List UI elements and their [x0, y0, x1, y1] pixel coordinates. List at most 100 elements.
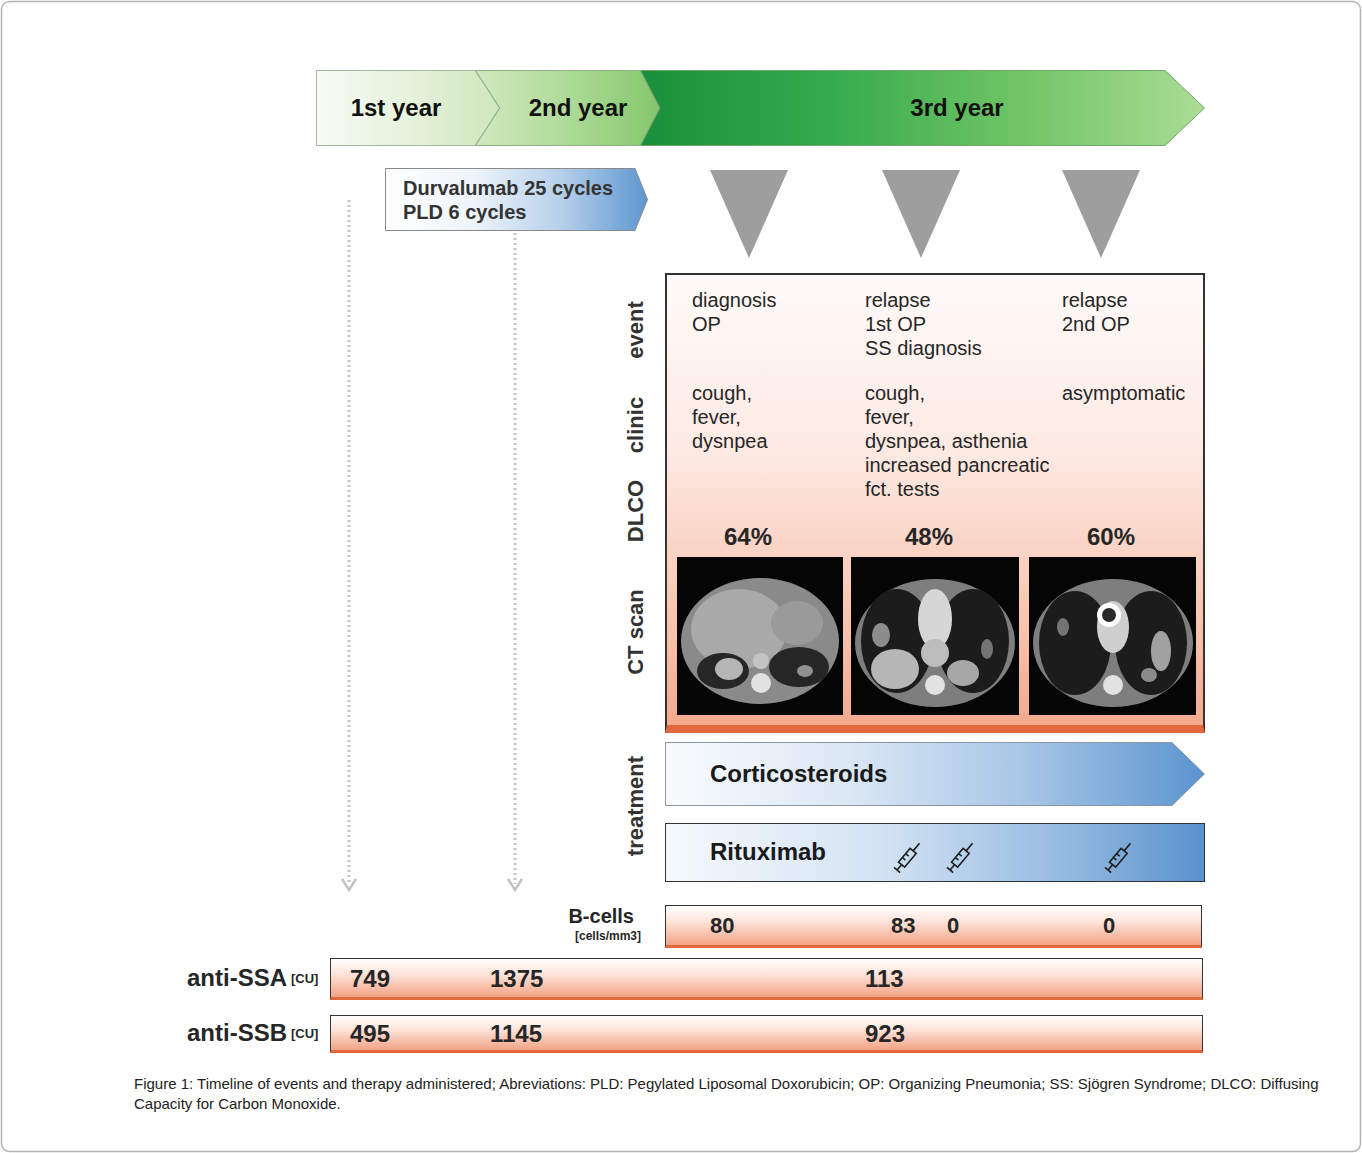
- measurement-bar: B-cells[cells/mm3]808300: [665, 905, 1202, 948]
- node-text: 1375: [490, 959, 543, 998]
- row-label: treatment: [623, 756, 649, 856]
- row-heading: [CU]: [291, 970, 318, 988]
- text-slot: 1375: [490, 959, 543, 998]
- text-slot: 1st year: [316, 70, 476, 146]
- node-text: OP: [692, 312, 721, 336]
- ct-image: [677, 557, 843, 715]
- text-slot: anti-SSB: [117, 1014, 287, 1052]
- text-slot: CT scan: [623, 589, 649, 675]
- text-slot: B-cells: [509, 904, 634, 928]
- node-text: 113: [865, 959, 904, 998]
- node-text: 1st OP: [865, 312, 926, 336]
- year-chevron: 2nd year: [475, 70, 660, 146]
- node-text: 83: [891, 906, 915, 946]
- row-heading: [CU]: [291, 1025, 318, 1043]
- node-text: 0: [1103, 906, 1115, 946]
- text-slot: relapse: [865, 288, 931, 312]
- node-text: PLD 6 cycles: [403, 200, 526, 224]
- row-heading: anti-SSB: [187, 1014, 287, 1052]
- text-slot: [cells/mm3]: [509, 928, 641, 944]
- event-pointers: [710, 170, 1140, 258]
- text-slot: 0: [1103, 906, 1115, 946]
- text-slot: 749: [350, 959, 390, 998]
- node-text: 2nd OP: [1062, 312, 1130, 336]
- text-slot: treatment: [623, 756, 649, 856]
- text-slot: relapse: [1062, 288, 1128, 312]
- text-slot: 1st OP: [865, 312, 926, 336]
- node-text: 1st year: [351, 70, 442, 146]
- text-slot: event: [623, 301, 649, 358]
- node-text: fever,: [692, 405, 741, 429]
- text-slot: 83: [891, 906, 915, 946]
- syringe-icons: [894, 841, 1134, 873]
- text-slot: cough,: [692, 381, 752, 405]
- text-slot: 113: [865, 959, 904, 998]
- node-text: cough,: [865, 381, 925, 405]
- text-slot: 2nd OP: [1062, 312, 1130, 336]
- text-slot: asymptomatic: [1062, 381, 1185, 405]
- node-text: asymptomatic: [1062, 381, 1185, 405]
- node-text: increased pancreatic fct. tests: [865, 453, 1060, 501]
- measurement-bar: anti-SSA[CU]7491375113: [330, 958, 1203, 1000]
- text-slot: DLCO: [623, 480, 649, 542]
- node-text: 80: [710, 906, 734, 946]
- node-text: 0: [947, 906, 959, 946]
- row-heading: B-cells: [568, 904, 634, 928]
- row-heading: anti-SSA: [187, 958, 287, 998]
- text-slot: Corticosteroids: [710, 742, 887, 806]
- node-text: relapse: [1062, 288, 1128, 312]
- node-text: Corticosteroids: [710, 742, 887, 806]
- text-slot: dysnpea, asthenia: [865, 429, 1027, 453]
- ct-image: [851, 557, 1019, 715]
- node-text: relapse: [865, 288, 931, 312]
- text-slot: diagnosis: [692, 288, 777, 312]
- text-slot: 0: [947, 906, 959, 946]
- node-text: SS diagnosis: [865, 336, 982, 360]
- node-text: Durvalumab 25 cycles: [403, 176, 613, 200]
- node-text: dysnpea, asthenia: [865, 429, 1027, 453]
- text-slot: 495: [350, 1016, 390, 1051]
- text-slot: cough,: [865, 381, 925, 405]
- node-text: 60%: [1087, 524, 1135, 550]
- text-slot: fever,: [692, 405, 741, 429]
- text-slot: 64%: [708, 524, 788, 550]
- text-slot: Figure 1: Timeline of events and therapy…: [134, 1074, 1329, 1114]
- measurement-bar: anti-SSB[CU]4951145923: [330, 1015, 1203, 1053]
- row-label: clinic: [623, 397, 649, 453]
- row-heading: [cells/mm3]: [575, 928, 641, 944]
- node-text: Rituximab: [710, 824, 826, 880]
- text-slot: 1145: [490, 1016, 542, 1051]
- text-slot: 48%: [889, 524, 969, 550]
- node-text: 1145: [490, 1016, 542, 1051]
- node-text: 2nd year: [529, 70, 628, 146]
- ct-image: [1029, 557, 1196, 715]
- text-slot: dysnpea: [692, 429, 768, 453]
- year-arrow: 3rd year: [640, 70, 1205, 146]
- text-slot: anti-SSA: [117, 958, 287, 998]
- text-slot: [CU]: [291, 1025, 318, 1043]
- node-text: cough,: [692, 381, 752, 405]
- node-text: fever,: [865, 405, 914, 429]
- text-slot: increased pancreatic fct. tests: [865, 453, 1060, 501]
- node-text: 48%: [905, 524, 953, 550]
- text-slot: [CU]: [291, 970, 318, 988]
- sampling-arrows: [342, 200, 522, 890]
- figure-caption: Figure 1: Timeline of events and therapy…: [134, 1074, 1329, 1114]
- treatment-bar: Rituximab: [665, 823, 1205, 882]
- node-text: 64%: [724, 524, 772, 550]
- text-slot: 80: [710, 906, 734, 946]
- text-slot: OP: [692, 312, 721, 336]
- text-slot: Rituximab: [710, 824, 826, 880]
- text-slot: Durvalumab 25 cycles: [403, 176, 613, 200]
- text-slot: 2nd year: [503, 70, 653, 146]
- row-label: event: [623, 301, 649, 358]
- text-slot: 60%: [1071, 524, 1151, 550]
- text-slot: clinic: [623, 397, 649, 453]
- text-slot: 3rd year: [857, 70, 1057, 146]
- text-slot: 923: [865, 1016, 905, 1051]
- row-label: CT scan: [623, 589, 649, 675]
- therapy-chevron: Durvalumab 25 cyclesPLD 6 cycles: [385, 168, 648, 231]
- year-chevron: 1st year: [316, 70, 500, 146]
